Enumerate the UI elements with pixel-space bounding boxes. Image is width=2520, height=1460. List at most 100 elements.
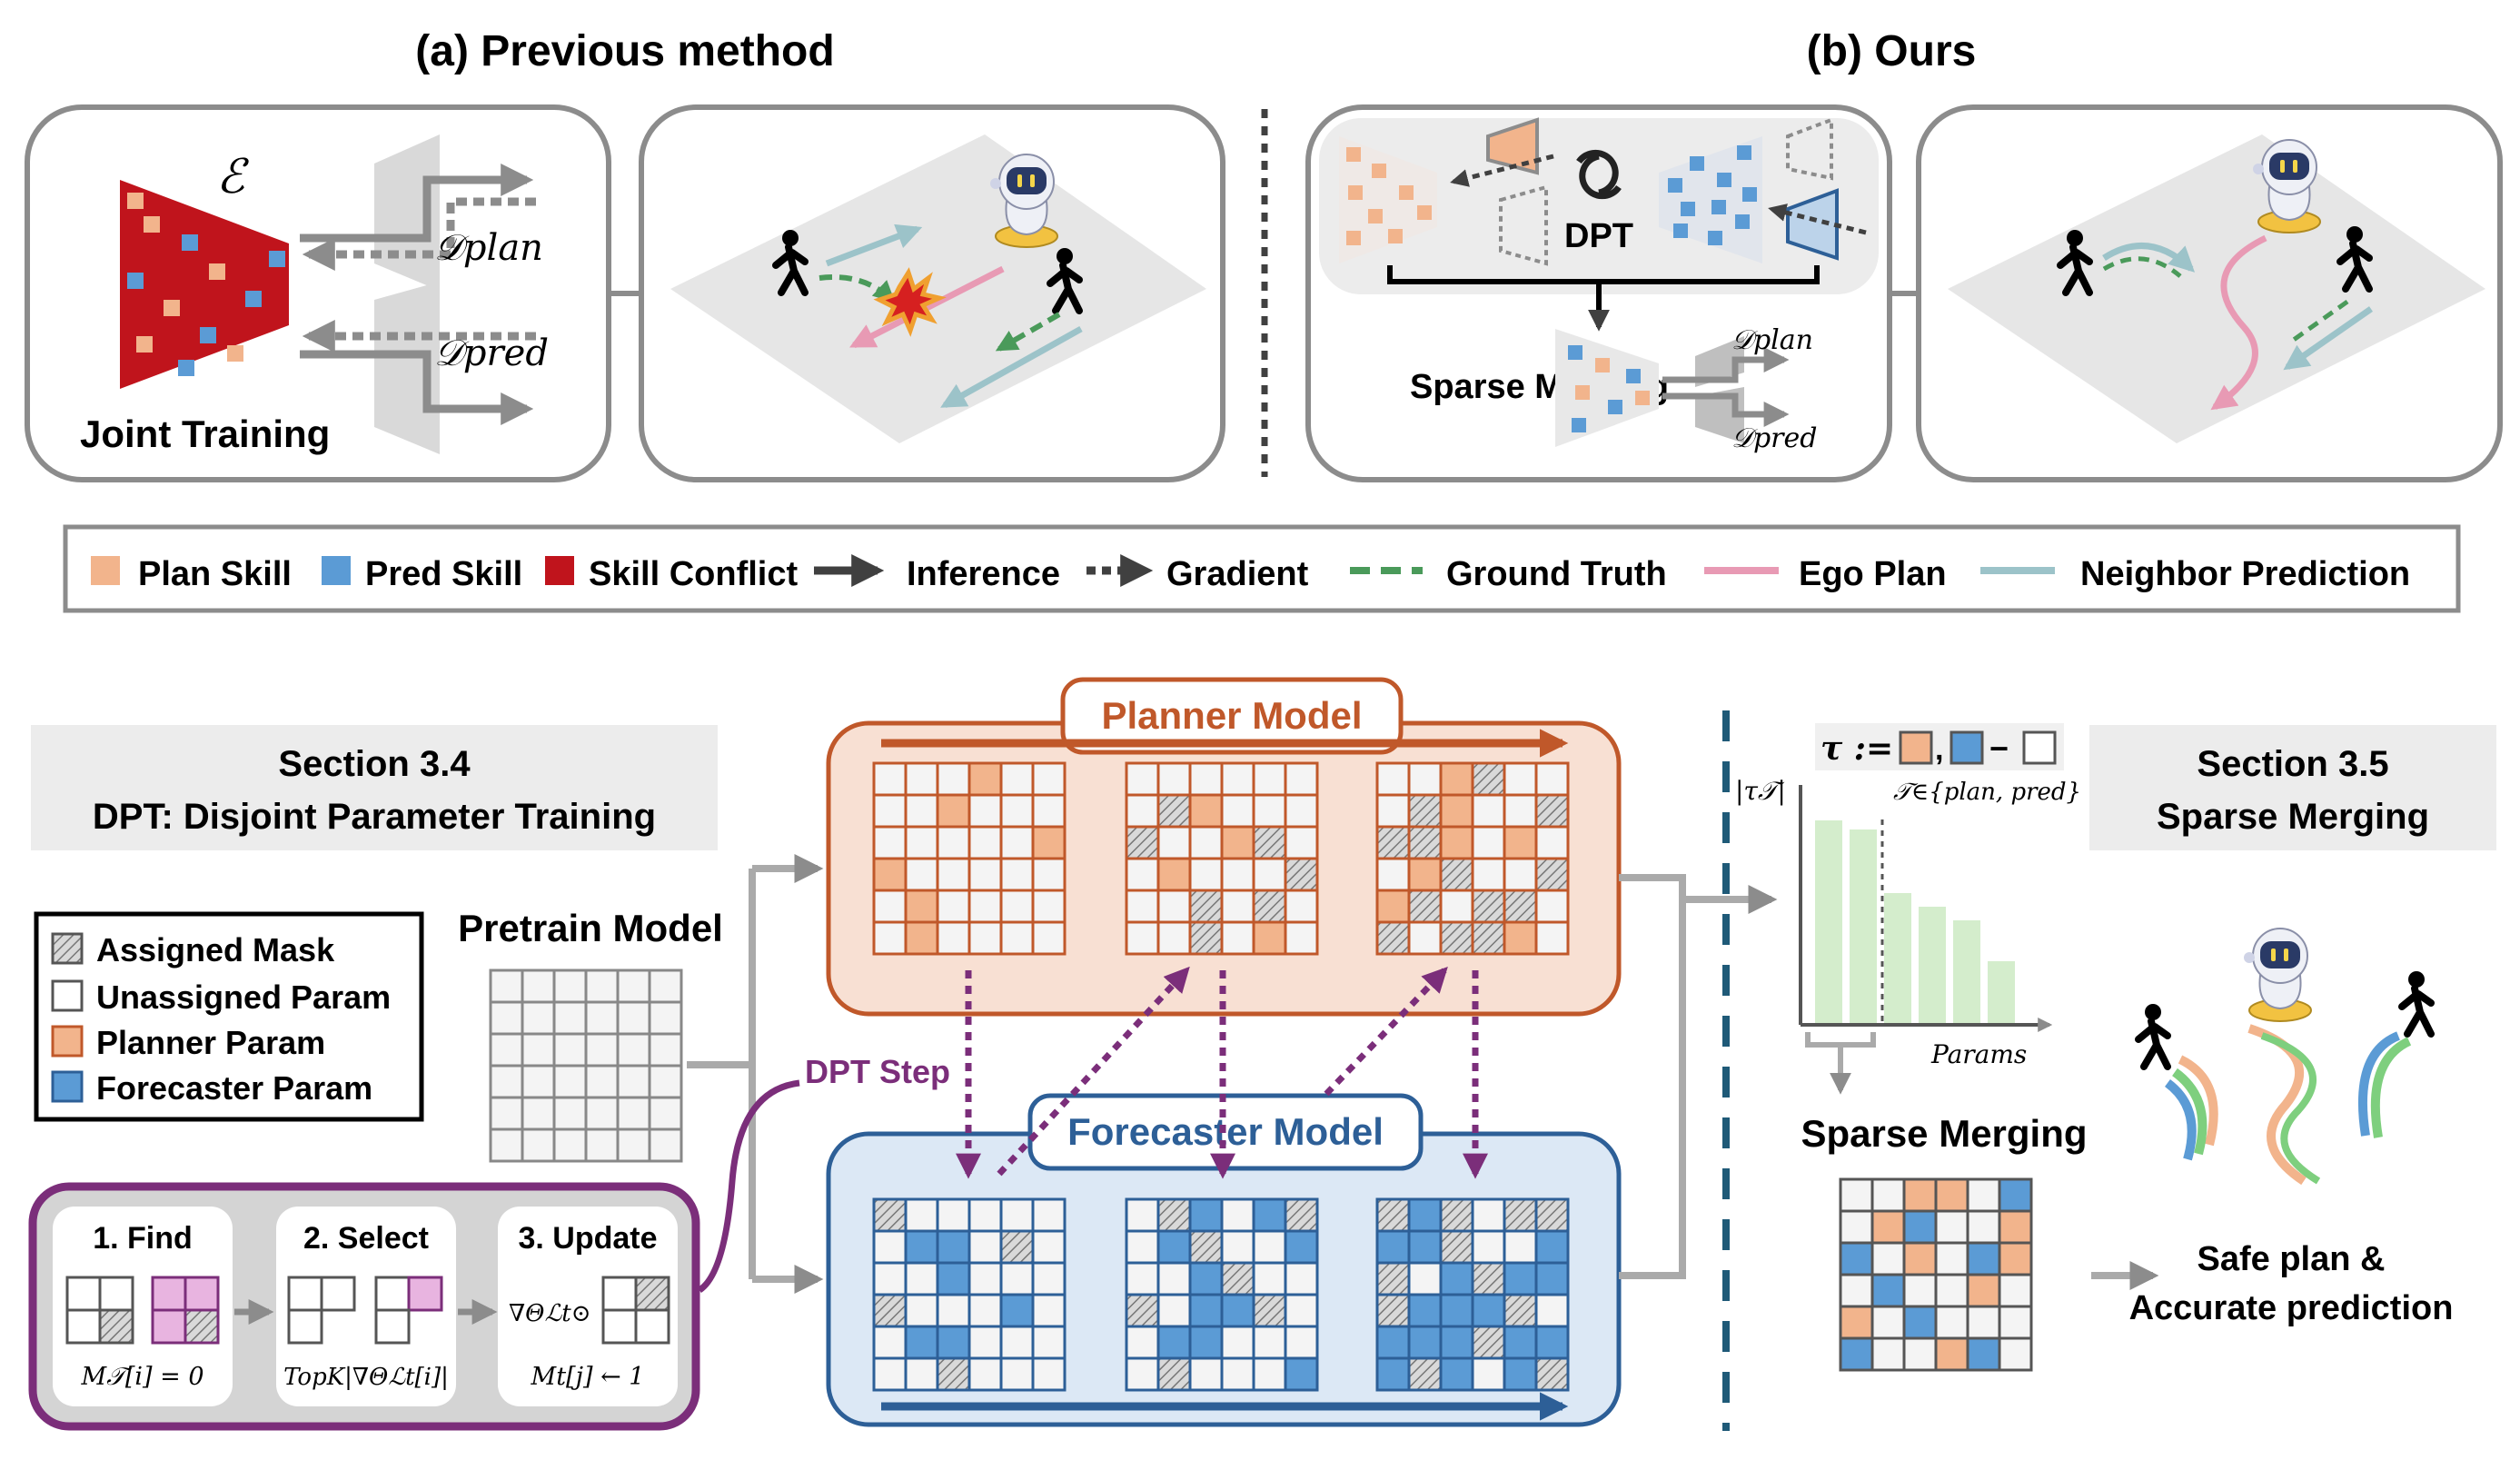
planner-grid-2-cell	[1156, 889, 1192, 924]
merged-grid-cell	[1839, 1241, 1874, 1276]
forecaster-grid-2-cell	[1284, 1356, 1319, 1392]
planner-grid-3-cell	[1503, 857, 1538, 892]
pretrain-to-models-connector	[687, 869, 756, 1279]
pretrain-cell	[648, 968, 683, 1004]
pretrain-cell	[489, 1000, 524, 1036]
pred-skill-encoder	[1659, 136, 1762, 263]
planner-grid-1-cell	[967, 857, 1003, 892]
planner-grid-3-cell	[1534, 825, 1570, 860]
forecaster-grid-3-cell	[1407, 1229, 1443, 1265]
forecaster-grid-2-cell	[1156, 1325, 1192, 1360]
neighbor-prediction-ours-1	[2102, 243, 2196, 273]
pretrain-cell	[584, 1000, 620, 1036]
merged-grid-cell	[1934, 1273, 1969, 1308]
merged-grid-cell	[1934, 1336, 1969, 1372]
pretrain-cell	[521, 1032, 556, 1068]
planner-grid-3-cell	[1503, 920, 1538, 956]
forecaster-grid-2-cell	[1125, 1197, 1160, 1233]
forecaster-grid-1-cell	[1031, 1229, 1067, 1265]
pretrain-cell	[584, 1064, 620, 1099]
section-34-header	[31, 725, 718, 850]
tau-bar-2	[1884, 893, 1911, 1025]
chart-select-bracket	[1805, 1032, 1876, 1090]
planner-grid-1-cell	[999, 825, 1035, 860]
pred-decoder-dashed	[1786, 117, 1833, 181]
forecaster-grid-3-cell	[1534, 1197, 1570, 1233]
step-select-title: 2. Select	[303, 1221, 429, 1256]
forecaster-grid-1-cell	[872, 1293, 908, 1328]
planner-grid-1-cell	[936, 761, 971, 797]
legend-pred-skill-swatch	[322, 556, 351, 585]
planner-grid-3-cell	[1439, 857, 1474, 892]
planner-grid-3-cell	[1375, 889, 1411, 924]
forecaster-grid-3-cell	[1407, 1325, 1443, 1360]
forecaster-grid-1-cell	[999, 1261, 1035, 1296]
forecaster-grid-3-cell	[1471, 1293, 1506, 1328]
forecaster-grid-1-cell	[1031, 1293, 1067, 1328]
tau-bar-0	[1815, 820, 1842, 1025]
result-pedestrian-right	[2402, 971, 2431, 1034]
planner-grid-2-cell	[1156, 761, 1192, 797]
section-34-number: Section 3.4	[278, 744, 471, 784]
planner-grid-1-cell	[967, 889, 1003, 924]
forecaster-grid-3-cell	[1439, 1325, 1474, 1360]
pretrain-cell	[521, 1000, 556, 1036]
planner-grid-2-cell	[1284, 825, 1319, 860]
result-path-pred-right	[2358, 1031, 2401, 1137]
result-ego-gt	[2260, 1032, 2321, 1185]
planner-grid-3-cell	[1534, 793, 1570, 829]
d-pred-label-ours: 𝒟pred	[1731, 422, 1817, 454]
step-find-formula: M𝒯[i] = 0	[81, 1363, 204, 1391]
merged-grid-cell	[1902, 1241, 1938, 1276]
forecaster-grid-3-cell	[1407, 1356, 1443, 1392]
forecaster-grids	[872, 1197, 1570, 1392]
merged-grid-cell	[1839, 1177, 1874, 1213]
ego-plan-previous	[849, 265, 1005, 349]
forecaster-grid-1-cell	[967, 1261, 1003, 1296]
merged-grid-cell	[1870, 1177, 1906, 1213]
step-update-prefix: ∇Θℒt⊙	[509, 1300, 590, 1327]
merged-grid-cell	[1998, 1336, 2033, 1372]
planner-grid-2-cell	[1252, 857, 1287, 892]
ground-truth-1	[819, 274, 896, 303]
merged-grid-cell	[1839, 1336, 1874, 1372]
forecaster-grid-1-cell	[936, 1261, 971, 1296]
step-select-grid-1	[287, 1276, 356, 1345]
planner-grid-3-cell	[1407, 889, 1443, 924]
legend-plan-skill-swatch	[91, 556, 120, 585]
step-find-title: 1. Find	[93, 1221, 193, 1256]
planner-grid-3-cell	[1407, 825, 1443, 860]
merged-grid-cell	[1934, 1241, 1969, 1276]
pretrain-cell	[521, 1096, 556, 1131]
tau-comma: ,	[1935, 732, 1943, 767]
forecaster-grid-2-cell	[1220, 1325, 1255, 1360]
planner-grid-3-cell	[1471, 793, 1506, 829]
planner-grid-2-cell	[1125, 825, 1160, 860]
merged-grid-cell	[1998, 1177, 2033, 1213]
planner-param-swatch	[51, 1025, 84, 1058]
planner-grid-2-cell	[1284, 761, 1319, 797]
pretrain-cell	[616, 1096, 651, 1131]
forecaster-grid-3-cell	[1503, 1325, 1538, 1360]
merged-grid-cell	[1998, 1273, 2033, 1308]
forecaster-grid-2-cell	[1188, 1293, 1224, 1328]
pretrain-cell	[616, 1032, 651, 1068]
previous-scene-ground	[670, 134, 1206, 443]
forecaster-grid-2-cell	[1188, 1229, 1224, 1265]
pretrain-cell	[489, 1096, 524, 1131]
legend-plan-skill: Plan Skill	[138, 555, 292, 593]
planner-grid-2-cell	[1125, 793, 1160, 829]
forecaster-grid-3-cell	[1439, 1229, 1474, 1265]
pretrain-cell	[584, 968, 620, 1004]
planner-grid-1-cell	[999, 857, 1035, 892]
legend-unassigned-param: Unassigned Param	[96, 978, 391, 1016]
tau-axis-label: |τ𝒯|	[1735, 776, 1786, 806]
merged-grid-cell	[1902, 1336, 1938, 1372]
forecaster-grid-2-cell	[1125, 1325, 1160, 1360]
forecaster-grid-3-cell	[1503, 1293, 1538, 1328]
forecaster-grid-3-cell	[1439, 1356, 1474, 1392]
pretrain-cell	[489, 1032, 524, 1068]
pretrain-cell	[584, 1096, 620, 1131]
merged-grid-cell	[1839, 1273, 1874, 1308]
forecaster-grid-1-cell	[967, 1229, 1003, 1265]
